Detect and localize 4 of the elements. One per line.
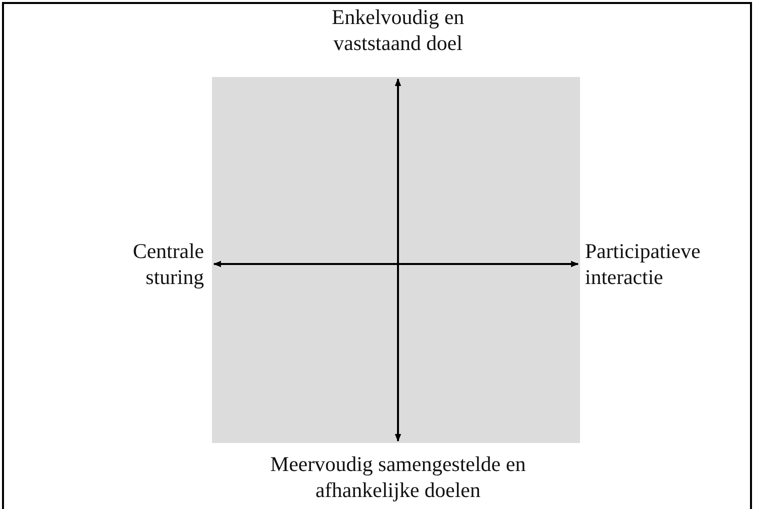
axis-label: Centrale sturing bbox=[132, 238, 204, 290]
axis-label: Enkelvoudig en vaststaand doel bbox=[330, 4, 466, 56]
axis-label: Meervoudig samengestelde en afhankelijke doelen bbox=[269, 451, 527, 503]
axis-label: Participatieve interactie bbox=[585, 238, 702, 290]
